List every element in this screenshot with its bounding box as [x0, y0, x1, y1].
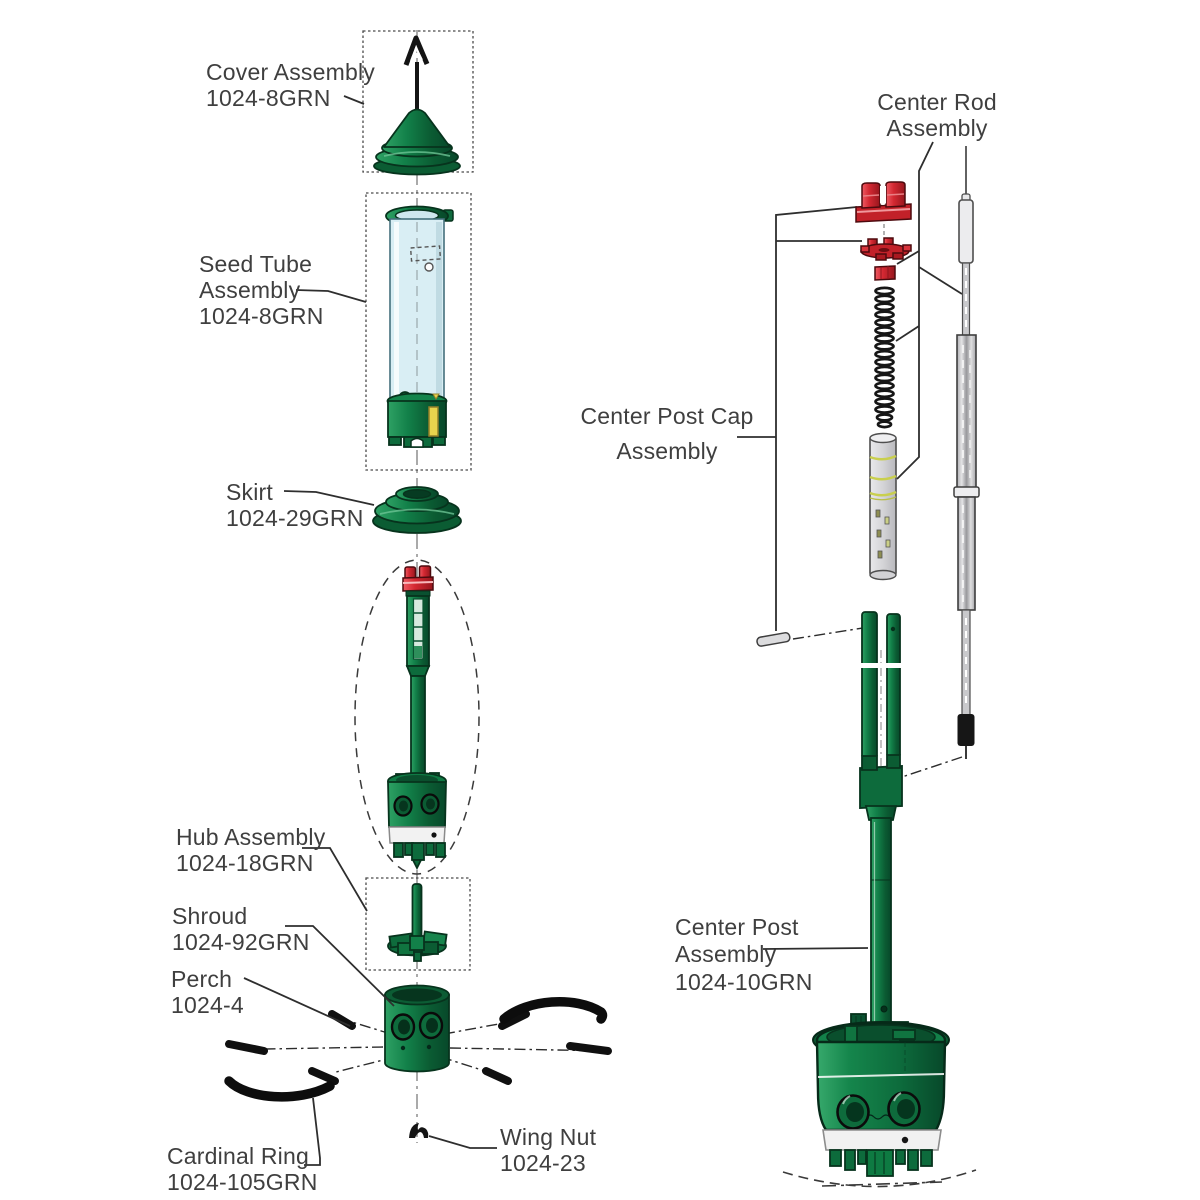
- shroud: [384, 984, 450, 1073]
- perch-rods: [225, 1010, 612, 1085]
- center-post-preassembled: [387, 565, 447, 871]
- seed-tube-leader: [295, 289, 367, 303]
- seed-tube-label-line3: 1024-8GRN: [199, 303, 324, 329]
- seed-gate-yellow: [428, 406, 439, 437]
- center-rod-label-line1: Center Rod: [877, 89, 997, 115]
- center-post-cap-tube: [869, 432, 897, 581]
- center-post-label-line3: 1024-10GRN: [675, 969, 813, 995]
- cardinal-ring-label-line2: 1024-105GRN: [167, 1169, 318, 1195]
- center-rod: [953, 146, 980, 759]
- seed-tube-label-line1: Seed Tube: [199, 251, 312, 277]
- cardinal-ring-label-line1: Cardinal Ring: [167, 1143, 309, 1169]
- seed-port-detail: [409, 245, 442, 262]
- shroud-label-line1: Shroud: [172, 903, 247, 929]
- hub-label-line2: 1024-18GRN: [176, 850, 314, 876]
- pin-guide-line: [792, 627, 864, 640]
- skirt-label-line2: 1024-29GRN: [226, 505, 364, 531]
- hanger-wire: [403, 35, 430, 120]
- center-post-label-line1: Center Post: [675, 914, 799, 940]
- center-post-label-line2: Assembly: [675, 941, 777, 967]
- skirt: [372, 486, 462, 534]
- shroud-leader: [285, 925, 395, 1007]
- wing-nut-label-line1: Wing Nut: [500, 1124, 597, 1150]
- seed-tube-assembly: [385, 205, 454, 448]
- center-post-leader: [762, 947, 869, 950]
- center-post-cap-leader: [737, 206, 862, 631]
- wing-nut-label-line2: 1024-23: [500, 1150, 586, 1176]
- wing-nut-leader: [428, 1135, 497, 1149]
- wing-nut: [409, 1123, 429, 1138]
- perch-label-line1: Perch: [171, 966, 232, 992]
- center-post-cap-label-line2: Assembly: [616, 438, 718, 464]
- center-rod-leader: [895, 141, 963, 480]
- center-post-cap-star-washer: [860, 237, 912, 261]
- cover-label-line1: Cover Assembly: [206, 59, 375, 85]
- labels: Cover Assembly 1024-8GRN Seed Tube Assem…: [167, 59, 997, 1195]
- center-post-assembly: [812, 611, 950, 1177]
- cover-leader: [343, 95, 365, 105]
- hub-assembly-spinner: [387, 883, 448, 962]
- perch-leader: [243, 977, 351, 1027]
- center-post-outline-oval: [354, 559, 480, 875]
- base-outline-arc: [782, 1169, 977, 1188]
- shroud-label-line2: 1024-92GRN: [172, 929, 310, 955]
- center-post-cap-nut: [874, 265, 896, 281]
- skirt-label-line1: Skirt: [226, 479, 273, 505]
- cover-label-line2: 1024-8GRN: [206, 85, 331, 111]
- center-rod-label-line2: Assembly: [886, 115, 988, 141]
- hub-label-line1: Hub Assembly: [176, 824, 326, 850]
- base-center-dash: [821, 1181, 943, 1187]
- seed-tube-outline-box: [365, 192, 472, 471]
- perch-label-line2: 1024-4: [171, 992, 244, 1018]
- seed-tube-label-line2: Assembly: [199, 277, 301, 303]
- hub-leader: [302, 847, 368, 912]
- cover-assembly: [373, 108, 461, 176]
- cardinal-ring-leader: [304, 1097, 321, 1166]
- hub-assembly-outline-box: [365, 877, 471, 971]
- center-post-cap-pin: [756, 632, 791, 647]
- center-post-cap-knob: [855, 181, 912, 236]
- center-post-cap-spring: [874, 286, 895, 429]
- center-post-cap-label-line1: Center Post Cap: [580, 403, 753, 429]
- cardinal-ring-halves: [224, 997, 608, 1102]
- skirt-leader: [283, 490, 375, 506]
